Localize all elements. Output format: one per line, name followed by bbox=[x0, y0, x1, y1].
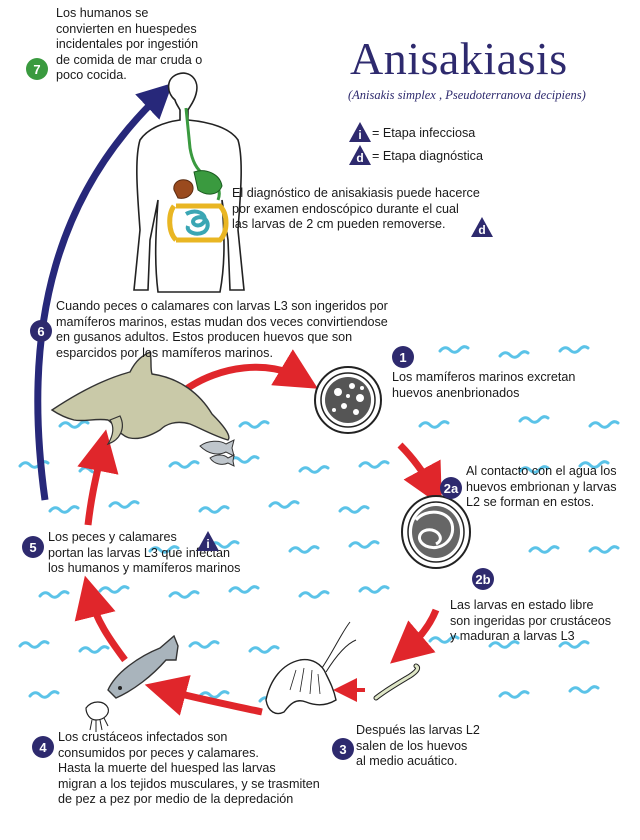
step-3-badge: 3 bbox=[332, 738, 354, 760]
fish-icon bbox=[107, 634, 179, 699]
step-1-badge: 1 bbox=[392, 346, 414, 368]
arrow-4-to-5 bbox=[74, 575, 128, 663]
squid-icon bbox=[85, 701, 109, 732]
dolphin-icon bbox=[50, 350, 230, 446]
step-2a-badge: 2a bbox=[440, 477, 462, 499]
page-title: Anisakiasis bbox=[350, 33, 568, 84]
cycle-arrows bbox=[74, 349, 442, 716]
step-6-badge: 6 bbox=[30, 320, 52, 342]
diagnosis-text: El diagnóstico de anisakiasis puede hace… bbox=[232, 186, 480, 231]
arrow-5-to-6 bbox=[77, 429, 119, 526]
infective-stage-icon: i bbox=[348, 121, 372, 143]
infective-stage-icon: i bbox=[196, 530, 220, 552]
larva-icon bbox=[373, 663, 421, 701]
embryonated-egg-icon bbox=[401, 495, 471, 569]
step-5-badge: 5 bbox=[22, 536, 44, 558]
step-6-text: Cuando peces o calamares con larvas L3 s… bbox=[56, 299, 388, 360]
arrow-3-to-4 bbox=[144, 675, 263, 716]
page-subtitle: (Anisakis simplex , Pseudoterranova deci… bbox=[348, 88, 586, 102]
step-4-badge: 4 bbox=[32, 736, 54, 758]
human-infection-arrow bbox=[34, 82, 173, 501]
small-fish-icon bbox=[199, 439, 235, 467]
step-7-badge: 7 bbox=[26, 58, 48, 80]
arrow-1-to-2a bbox=[397, 442, 442, 507]
human-figure bbox=[133, 72, 245, 293]
arrow-6-to-1 bbox=[182, 349, 319, 393]
egg-icon bbox=[314, 366, 382, 434]
legend-diagnostic-label: = Etapa diagnóstica bbox=[372, 149, 483, 163]
diagnostic-stage-icon: d bbox=[348, 144, 372, 166]
shrimp-icon bbox=[265, 621, 357, 715]
step-2b-badge: 2b bbox=[472, 568, 494, 590]
arrow-2b-to-3 bbox=[390, 608, 440, 664]
legend-infective-label: = Etapa infecciosa bbox=[372, 126, 476, 140]
diagnostic-stage-icon: d bbox=[470, 216, 494, 238]
